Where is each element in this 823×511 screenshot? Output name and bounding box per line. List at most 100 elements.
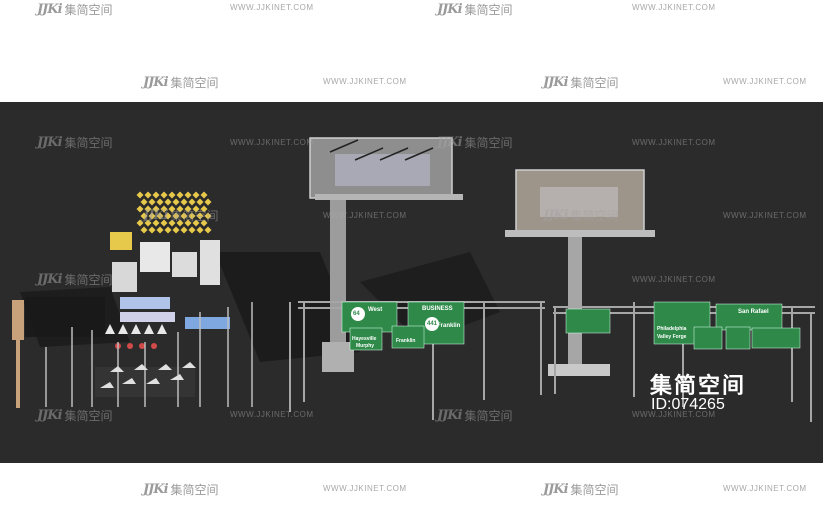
route-shield-64 bbox=[351, 307, 365, 321]
watermark-url: WWW.JJKINET.COM bbox=[323, 77, 407, 86]
diamond-warning-sign bbox=[184, 191, 192, 199]
diamond-warning-sign bbox=[180, 226, 188, 234]
diamond-warning-sign bbox=[140, 198, 148, 206]
diamond-warning-sign bbox=[204, 212, 212, 220]
watermark-url: WWW.JJKINET.COM bbox=[230, 138, 314, 147]
watermark-logo-text: 集简空间 bbox=[570, 76, 619, 90]
diamond-warning-sign bbox=[200, 205, 208, 213]
diamond-warning-sign bbox=[172, 212, 180, 220]
diamond-warning-sign bbox=[148, 212, 156, 220]
watermark-url: WWW.JJKINET.COM bbox=[323, 484, 407, 493]
sign-label-san-rafael: San Rafael bbox=[738, 309, 769, 315]
watermark-url: WWW.JJKINET.COM bbox=[632, 3, 716, 12]
sign-green-small bbox=[565, 308, 611, 334]
diamond-warning-sign bbox=[196, 226, 204, 234]
watermark-logo-mark: JJKi bbox=[543, 75, 569, 90]
watermark-logo: JJKi 集简空间 bbox=[543, 481, 619, 498]
diamond-warning-sign bbox=[160, 205, 168, 213]
diamond-warning-sign bbox=[176, 191, 184, 199]
sign-label-franklin: Franklin bbox=[396, 338, 416, 344]
diamond-warning-sign bbox=[188, 198, 196, 206]
watermark-url: WWW.JJKINET.COM bbox=[632, 138, 716, 147]
watermark-logo: JJKi 集简空间 bbox=[437, 134, 513, 151]
watermark-logo-text: 集简空间 bbox=[570, 209, 619, 223]
watermark-url: WWW.JJKINET.COM bbox=[230, 410, 314, 419]
watermark-url: WWW.JJKINET.COM bbox=[632, 275, 716, 284]
watermark-logo-mark: JJKi bbox=[37, 272, 63, 287]
watermark-logo: JJKi 集简空间 bbox=[543, 74, 619, 91]
diamond-warning-sign bbox=[164, 226, 172, 234]
diamond-warning-sign bbox=[140, 226, 148, 234]
watermark-logo-mark: JJKi bbox=[143, 482, 169, 497]
watermark-logo-text: 集简空间 bbox=[170, 76, 219, 90]
diamond-warning-sign bbox=[204, 226, 212, 234]
watermark-logo-text: 集简空间 bbox=[464, 409, 513, 423]
sign-label-valley-forge: Valley Forge bbox=[657, 334, 687, 340]
diamond-warning-sign bbox=[184, 219, 192, 227]
diamond-warning-sign bbox=[144, 219, 152, 227]
diamond-warning-sign bbox=[188, 226, 196, 234]
sign-label-route-441: 441 bbox=[427, 321, 438, 327]
diamond-warning-sign bbox=[200, 219, 208, 227]
watermark-url: WWW.JJKINET.COM bbox=[632, 410, 716, 419]
sign-label-business: BUSINESS bbox=[422, 306, 453, 312]
sign-hayesville bbox=[349, 327, 383, 351]
billboard-shadow bbox=[360, 252, 500, 342]
sign-label-philadelphia: Philadelphia bbox=[657, 326, 687, 332]
diamond-warning-sign bbox=[156, 226, 164, 234]
watermark-logo-mark: JJKi bbox=[143, 208, 169, 223]
watermark-url: WWW.JJKINET.COM bbox=[723, 484, 807, 493]
watermark-logo: JJKi 集简空间 bbox=[37, 134, 113, 151]
diamond-warning-sign bbox=[160, 219, 168, 227]
diamond-warning-sign bbox=[148, 226, 156, 234]
watermark-logo: JJKi 集简空间 bbox=[143, 481, 219, 498]
watermark-url: WWW.JJKINET.COM bbox=[723, 211, 807, 220]
brand-name: 集简空间 bbox=[650, 373, 747, 398]
diamond-warning-sign bbox=[148, 198, 156, 206]
sign-label-hayesville: Hayesville bbox=[352, 336, 377, 342]
shadow-sign-grid bbox=[25, 297, 105, 337]
watermark-logo: JJKi 集简空间 bbox=[543, 207, 619, 224]
watermark-url: WWW.JJKINET.COM bbox=[230, 3, 314, 12]
diamond-warning-sign bbox=[180, 212, 188, 220]
diamond-warning-sign bbox=[136, 219, 144, 227]
sign-label-franklin-main: Franklin bbox=[437, 323, 461, 329]
diamond-warning-sign bbox=[156, 212, 164, 220]
watermark-logo-text: 集简空间 bbox=[464, 3, 513, 17]
watermark-logo: JJKi 集简空间 bbox=[37, 271, 113, 288]
diamond-warning-sign bbox=[160, 191, 168, 199]
diamond-warning-sign bbox=[192, 191, 200, 199]
diamond-warning-sign bbox=[152, 191, 160, 199]
watermark-logo: JJKi 集简空间 bbox=[37, 407, 113, 424]
watermark-logo-mark: JJKi bbox=[437, 135, 463, 150]
diamond-warning-sign bbox=[156, 198, 164, 206]
diamond-warning-sign bbox=[176, 205, 184, 213]
diamond-warning-sign bbox=[180, 198, 188, 206]
billboard-left bbox=[309, 137, 463, 372]
brand-id: ID:074265 bbox=[651, 396, 725, 413]
utility-pole bbox=[16, 340, 20, 408]
watermark-logo-text: 集简空间 bbox=[64, 409, 113, 423]
watermark-logo-text: 集简空间 bbox=[170, 483, 219, 497]
diamond-warning-sign bbox=[168, 191, 176, 199]
watermark-logo-mark: JJKi bbox=[37, 2, 63, 17]
watermark-logo-text: 集简空间 bbox=[170, 209, 219, 223]
sign-san-rafael bbox=[715, 303, 783, 331]
diamond-warning-sign bbox=[176, 219, 184, 227]
watermark-logo: JJKi 集简空间 bbox=[37, 1, 113, 18]
watermark-url: WWW.JJKINET.COM bbox=[723, 77, 807, 86]
diamond-warning-sign bbox=[152, 205, 160, 213]
diamond-warning-sign bbox=[168, 219, 176, 227]
route-shield-441 bbox=[425, 317, 439, 331]
watermark-logo-mark: JJKi bbox=[543, 208, 569, 223]
watermark-logo-mark: JJKi bbox=[37, 135, 63, 150]
sign-texas bbox=[725, 326, 751, 350]
billboard-right bbox=[505, 169, 655, 376]
diamond-warning-sign bbox=[188, 212, 196, 220]
diamond-warning-sign bbox=[140, 212, 148, 220]
watermark-logo-text: 集简空间 bbox=[64, 273, 113, 287]
watermark-url: WWW.JJKINET.COM bbox=[323, 211, 407, 220]
watermark-logo: JJKi 集简空间 bbox=[143, 207, 219, 224]
watermark-logo-mark: JJKi bbox=[143, 75, 169, 90]
sign-franklin bbox=[391, 325, 425, 349]
